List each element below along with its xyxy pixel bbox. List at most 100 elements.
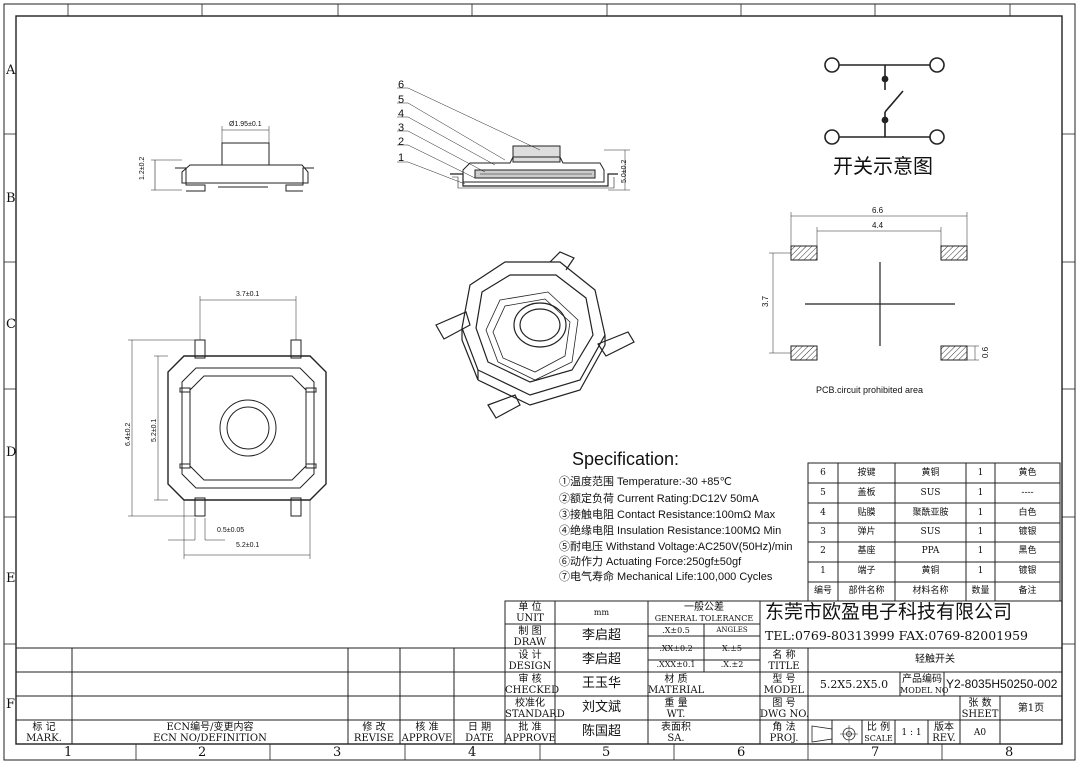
callout-4: 4 <box>398 108 405 120</box>
bom-no: 3 <box>820 527 826 537</box>
value-scale: 1 : 1 <box>901 728 922 738</box>
bom-note: 白色 <box>1018 508 1037 518</box>
zone-row-f: F <box>6 697 16 712</box>
value-checked: 王玉华 <box>581 676 621 691</box>
spec-item: ④绝缘电阻 Insulation Resistance:100MΩ Min <box>559 526 781 537</box>
bom-qty: 1 <box>977 527 984 537</box>
zone-col-8: 8 <box>1005 745 1014 760</box>
schematic-title: 开关示意图 <box>833 154 933 178</box>
spec-title: Specification: <box>572 449 680 469</box>
callout-3: 3 <box>398 122 405 134</box>
bom-note: 镀银 <box>1018 566 1037 576</box>
spec-num: ④ <box>559 525 570 537</box>
bom-material: 黄铜 <box>921 566 940 576</box>
tol-row: .XXX±0.1 <box>656 660 696 669</box>
top-view <box>128 296 327 559</box>
spec-num: ⑦ <box>559 571 570 583</box>
callout-6: 6 <box>398 79 405 91</box>
bom-part: 端子 <box>857 566 876 576</box>
pcb-footprint <box>769 212 979 361</box>
bom-note: 黑色 <box>1018 546 1037 556</box>
dim-side-height: 1.2±0.2 <box>139 156 146 180</box>
zone-col-2: 2 <box>198 745 207 760</box>
bom-qty: 1 <box>977 468 984 478</box>
zone-col-7: 7 <box>871 745 880 760</box>
bom-qty: 1 <box>977 508 984 518</box>
bom-qty: 1 <box>977 488 984 498</box>
dim-pcb-outer: 6.6 <box>872 206 884 215</box>
zone-row-c: C <box>6 317 16 332</box>
tol-row: .X.±2 <box>720 660 744 669</box>
dim-side-width: Ø1.95±0.1 <box>229 121 262 128</box>
zone-col-3: 3 <box>333 745 342 760</box>
bom-material: 黄铜 <box>921 468 940 478</box>
value-model: 5.2X5.2X5.0 <box>819 678 889 691</box>
zone-row-e: E <box>6 571 16 586</box>
bom-note: ---- <box>1021 488 1034 498</box>
spec-text: 耐电压 Withstand Voltage:AC250V(50Hz)/min <box>570 541 793 553</box>
callout-5: 5 <box>398 94 405 106</box>
dim-pcb-height: 3.7 <box>761 295 770 307</box>
bom-header-part: 部件名称 <box>848 586 885 596</box>
spec-num: ② <box>559 493 570 505</box>
spec-text: 电气寿命 Mechanical Life:100,000 Cycles <box>570 571 773 583</box>
dim-top-height: 6.4±0.2 <box>125 422 132 446</box>
spec-text: 接触电阻 Contact Resistance:100mΩ Max <box>570 509 776 521</box>
bom-material: SUS <box>920 488 941 498</box>
section-view <box>397 87 630 191</box>
spec-num: ① <box>559 476 570 488</box>
bom-note: 黄色 <box>1018 468 1037 478</box>
spec-text: 温度范围 Temperature:-30 +85℃ <box>570 476 732 488</box>
spec-num: ⑥ <box>559 556 570 568</box>
isometric-view <box>435 251 635 419</box>
bom-material: SUS <box>920 527 941 537</box>
company-name: 东莞市欧盈电子科技有限公司 <box>765 601 1013 623</box>
zone-col-4: 4 <box>468 745 477 760</box>
tol-row: .XX±0.2 <box>659 644 693 653</box>
dim-pcb-inner: 4.4 <box>872 221 884 230</box>
spec-num: ③ <box>559 509 570 521</box>
bom-material: PPA <box>921 546 940 556</box>
spec-text: 动作力 Actuating Force:250gf±50gf <box>570 556 742 568</box>
bom-part: 按键 <box>857 468 876 478</box>
value-title: 轻触开关 <box>915 654 955 665</box>
dim-pin-width: 0.5±0.05 <box>217 527 245 534</box>
switch-schematic <box>824 57 945 145</box>
value-draw: 李启超 <box>581 628 621 643</box>
spec-item: ⑥动作力 Actuating Force:250gf±50gf <box>559 557 741 568</box>
dim-top-width: 3.7±0.1 <box>236 291 260 298</box>
tol-row: ANGLES <box>716 626 748 634</box>
dim-top-bottom: 5.2±0.1 <box>236 542 260 549</box>
bom-header-qty: 数量 <box>971 586 990 596</box>
bom-no: 1 <box>820 566 826 576</box>
callout-1: 1 <box>398 152 405 164</box>
title-block-lines <box>15 600 1063 745</box>
bom-header-note: 备注 <box>1018 586 1037 596</box>
bom-header-no: 编号 <box>813 586 832 596</box>
zone-row-b: B <box>6 191 16 206</box>
tol-row: .X±0.5 <box>662 626 690 635</box>
zone-row-d: D <box>6 445 17 460</box>
spec-item: ①温度范围 Temperature:-30 +85℃ <box>559 477 732 488</box>
spec-item: ②额定负荷 Current Rating:DC12V 50mA <box>559 494 759 505</box>
value-sheet: 第1页 <box>1017 703 1045 714</box>
zone-col-6: 6 <box>737 745 746 760</box>
